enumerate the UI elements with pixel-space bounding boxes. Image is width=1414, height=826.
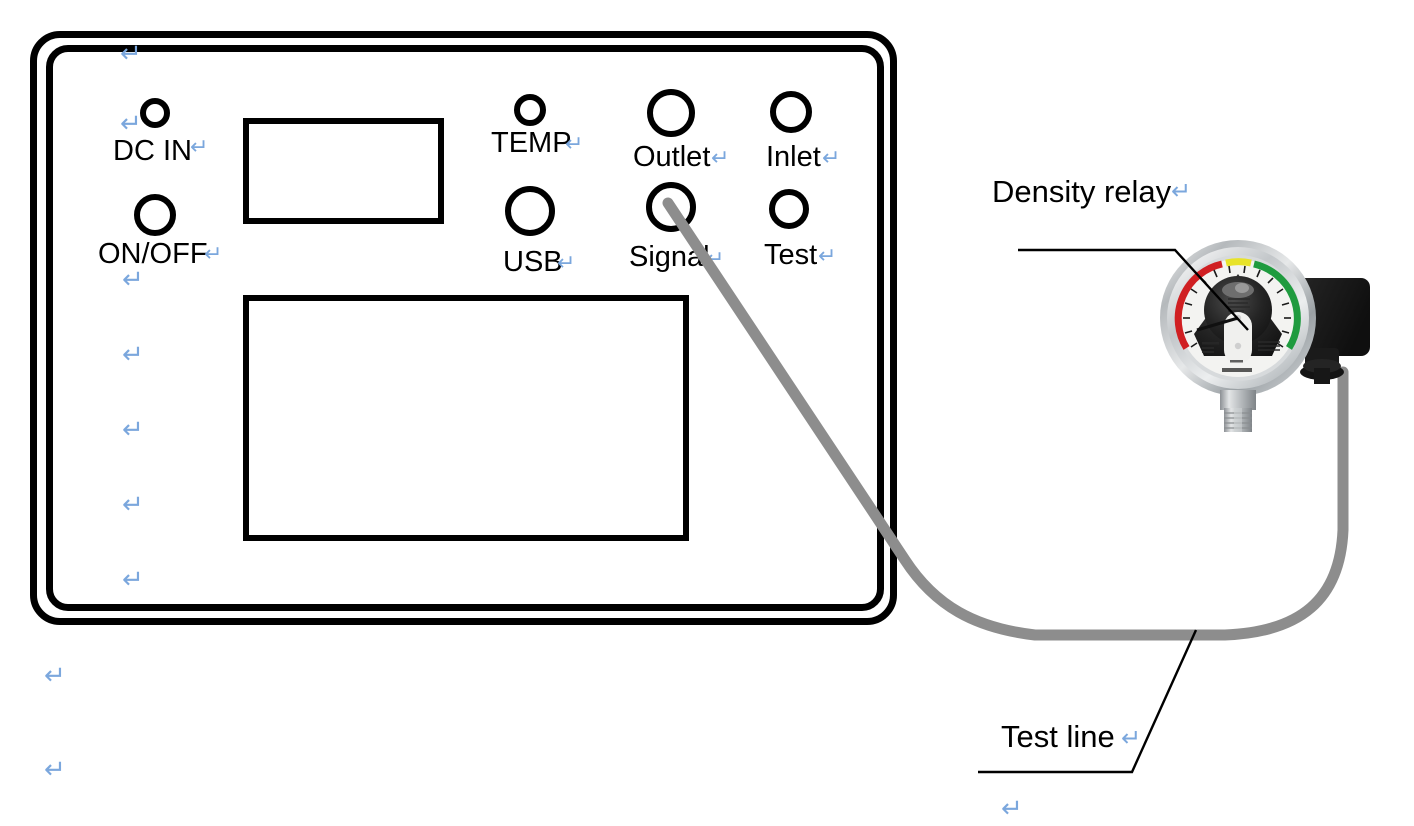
small-display-screen <box>243 118 444 224</box>
return-mark-inlet: ↵ <box>822 145 841 170</box>
return-mark-standalone-1: ↵ <box>120 108 142 138</box>
return-mark-standalone-6: ↵ <box>122 564 144 594</box>
panel-inner-border <box>46 45 884 611</box>
callout-label-test-line: Test line <box>1001 719 1115 754</box>
gauge-dial-print <box>1202 298 1280 372</box>
port-label-dc-in: DC IN <box>113 135 192 167</box>
return-mark-outlet: ↵ <box>711 145 730 170</box>
port-temp[interactable] <box>514 94 546 126</box>
return-mark-on-off: ↵ <box>204 241 223 266</box>
gauge-hub-assembly <box>1194 274 1282 364</box>
scale-arc-red <box>1174 260 1223 350</box>
return-mark-dc-in: ↵ <box>190 134 209 159</box>
port-inlet[interactable] <box>770 91 812 133</box>
port-outlet[interactable] <box>647 89 695 137</box>
return-mark-standalone-0: ↵ <box>120 38 142 68</box>
return-mark-standalone-9: ↵ <box>1001 793 1023 823</box>
port-label-temp: TEMP <box>491 127 572 159</box>
return-mark-usb: ↵ <box>557 250 576 275</box>
density-relay-leader <box>1018 248 1249 331</box>
port-label-usb: USB <box>503 246 563 278</box>
gauge-pressure-port <box>1220 390 1256 432</box>
scale-arc-yellow <box>1225 258 1252 267</box>
gauge-scale-arcs <box>1174 258 1301 350</box>
return-mark-standalone-5: ↵ <box>122 489 144 519</box>
port-dc-in[interactable] <box>140 98 170 128</box>
gauge-ticks <box>1183 265 1291 348</box>
port-label-outlet: Outlet <box>633 141 711 173</box>
port-label-test: Test <box>764 239 818 271</box>
port-label-inlet: Inlet <box>766 141 821 173</box>
large-display-screen <box>243 295 689 541</box>
scale-arc-green <box>1253 260 1301 350</box>
return-mark-temp: ↵ <box>565 131 584 156</box>
port-label-on-off: ON/OFF <box>98 238 208 270</box>
return-mark-standalone-3: ↵ <box>122 339 144 369</box>
return-mark-test: ↵ <box>818 243 837 268</box>
panel-outer-border <box>30 31 897 625</box>
port-test[interactable] <box>769 189 809 229</box>
callout-label-density-relay: Density relay <box>992 174 1172 209</box>
return-mark-standalone-2: ↵ <box>122 264 144 294</box>
test-line-cable <box>662 197 1349 641</box>
test-line-leader <box>978 629 1198 774</box>
port-usb[interactable] <box>505 186 555 236</box>
port-on-off[interactable] <box>134 194 176 236</box>
return-mark-standalone-4: ↵ <box>122 414 144 444</box>
return-mark-standalone-8: ↵ <box>44 754 66 784</box>
return-mark-density-relay: ↵ <box>1171 178 1192 205</box>
return-mark-test-line: ↵ <box>1121 725 1142 752</box>
return-mark-standalone-7: ↵ <box>44 660 66 690</box>
port-signal[interactable] <box>646 182 696 232</box>
